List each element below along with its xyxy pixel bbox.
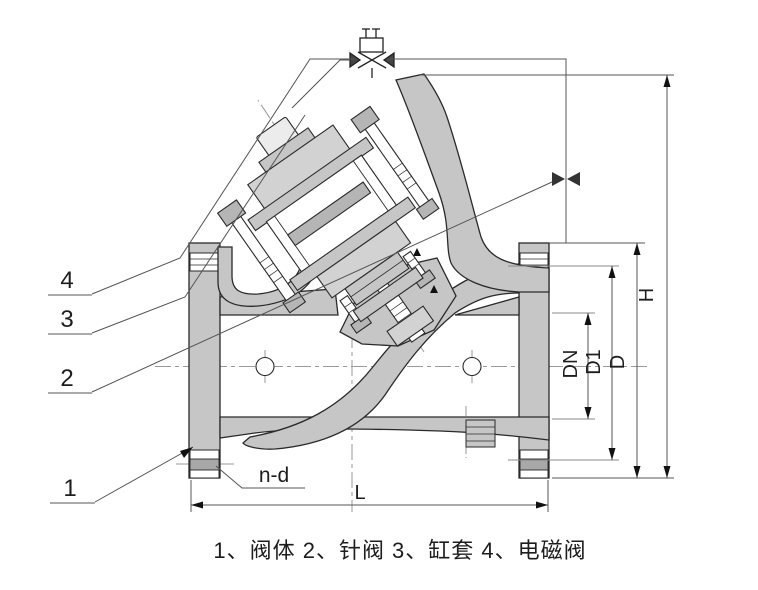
piston [286, 181, 372, 247]
dimension-label-D1: D1 [583, 349, 605, 375]
actuator-assembly [216, 105, 440, 347]
solenoid-coil [359, 37, 384, 53]
seat-partition [242, 263, 520, 450]
dimension-arrows [191, 75, 671, 509]
bolt-holes-callout: n-d [215, 464, 305, 489]
body-bolt-hole-left [255, 356, 275, 377]
seat-holder [386, 305, 435, 347]
callout-4-label: 4 [60, 267, 73, 294]
callout-1-arrow [180, 447, 193, 458]
dimension-label-L: L [354, 482, 365, 504]
drawing-caption: 1、阀体 2、针阀 3、缸套 4、电磁阀 [213, 538, 586, 563]
left-flange [188, 242, 221, 479]
callout-leaders [48, 58, 553, 504]
solenoid-valve-symbol [349, 28, 395, 78]
needle-valve-symbol [552, 172, 580, 186]
dimension-label-D: D [607, 355, 629, 369]
bolt-holes-label: n-d [259, 464, 289, 487]
dimension-label-H: H [636, 288, 658, 302]
body-bolt-hole-right [462, 356, 482, 377]
callout-1-label: 1 [63, 475, 76, 502]
bracket-arm [395, 73, 550, 293]
dimension-label-DN: DN [560, 350, 582, 379]
solenoid-connection-line [291, 59, 350, 109]
dimension-lines [190, 74, 674, 512]
callout-3-label: 3 [60, 306, 73, 333]
pilot-line [387, 58, 567, 243]
drain-plug [465, 419, 496, 448]
callout-2-label: 2 [60, 365, 73, 392]
